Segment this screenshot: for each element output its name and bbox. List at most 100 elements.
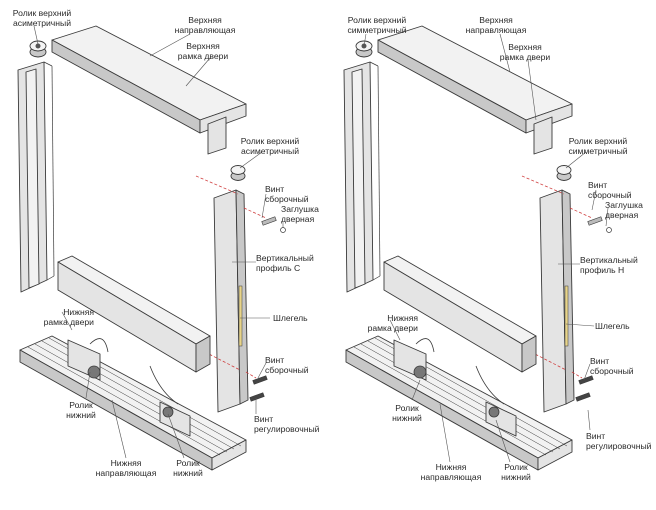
right-left-profile-edge2 bbox=[377, 65, 381, 277]
right-leader-line-15 bbox=[499, 33, 511, 73]
left-adjust-screw bbox=[249, 392, 265, 402]
left-left-profile-edge3 bbox=[46, 275, 55, 281]
right-adjust-screw bbox=[575, 392, 591, 402]
left-cable-2 bbox=[149, 365, 179, 405]
right-cable-1 bbox=[415, 338, 435, 353]
left-top-rail-bracket bbox=[207, 116, 227, 155]
left-bottom-rail-end bbox=[211, 439, 247, 471]
right-dash-4 bbox=[571, 371, 583, 379]
right-bottom-rail-top bbox=[345, 335, 573, 459]
left-left-profile-edge2 bbox=[51, 65, 55, 277]
left-bottom-rail-rib-0 bbox=[27, 346, 221, 456]
left-leader-line-1 bbox=[149, 33, 191, 57]
left-bottom-frame-end bbox=[195, 335, 211, 373]
left-leader-line-0 bbox=[33, 25, 39, 45]
right-top-rail-face bbox=[377, 25, 573, 121]
right-leader-line-26 bbox=[439, 403, 451, 463]
right-screw-top bbox=[587, 216, 603, 226]
left-bottom-rail-rib-1 bbox=[34, 343, 228, 453]
right-dash-2 bbox=[569, 207, 593, 219]
right-seal-strip bbox=[564, 285, 569, 347]
left-dash-1 bbox=[195, 175, 239, 195]
right-screw-bottom bbox=[578, 375, 594, 385]
left-left-profile-inner bbox=[25, 68, 40, 289]
left-top-roller-hub bbox=[35, 43, 41, 49]
left-screw-top bbox=[261, 216, 277, 226]
right-leader-line-23 bbox=[583, 363, 591, 381]
left-left-profile-edge bbox=[43, 61, 53, 67]
right-leader-line-17 bbox=[565, 151, 587, 169]
left-leader-line-9 bbox=[257, 362, 267, 379]
left-leader-line-12 bbox=[111, 399, 127, 459]
right-leader-line-21 bbox=[565, 323, 595, 327]
left-leader-line-2 bbox=[185, 57, 211, 87]
right-cable-2 bbox=[475, 365, 505, 405]
right-bottom-roller-right-wheel bbox=[488, 406, 500, 418]
left-bottom-rail-top bbox=[19, 335, 247, 459]
left-door-plug bbox=[280, 227, 286, 233]
right-bottom-frame-end bbox=[521, 335, 537, 373]
right-bottom-roller-left-wheel bbox=[413, 365, 427, 379]
left-dash-3 bbox=[204, 351, 241, 371]
left-dash-4 bbox=[245, 371, 257, 379]
right-side-roller-cap bbox=[556, 165, 572, 175]
left-screw-bottom bbox=[252, 375, 268, 385]
left-leader-line-4 bbox=[261, 193, 267, 219]
right-leader-line-14 bbox=[363, 33, 367, 47]
right-left-profile-edge3 bbox=[372, 275, 381, 281]
left-label-seal: Шлегель bbox=[273, 313, 308, 323]
right-leader-line-18 bbox=[591, 189, 597, 211]
left-leader-line-8 bbox=[61, 311, 73, 331]
left-side-roller-cap bbox=[230, 165, 246, 175]
right-door-plug bbox=[606, 227, 612, 233]
right-bottom-rail-rib-0 bbox=[353, 346, 547, 456]
left-right-vertical-profile bbox=[213, 189, 241, 413]
right-right-vertical-profile bbox=[539, 189, 567, 413]
left-bottom-roller-left-wheel bbox=[87, 365, 101, 379]
right-label-seal: Шлегель bbox=[595, 321, 630, 331]
left-leader-line-10 bbox=[85, 371, 91, 399]
right-top-rail-bracket bbox=[533, 116, 553, 155]
right-left-profile-edge bbox=[369, 61, 379, 67]
right-leader-line-24 bbox=[411, 379, 421, 401]
right-bottom-rail-end bbox=[537, 439, 573, 471]
left-cable-1 bbox=[89, 338, 109, 353]
right-leader-line-27 bbox=[495, 419, 511, 463]
right-leader-line-19 bbox=[605, 207, 609, 227]
left-leader-line-3 bbox=[239, 151, 263, 169]
right-bottom-rail-rib-1 bbox=[360, 343, 554, 453]
right-left-profile-inner bbox=[351, 68, 366, 289]
left-leader-line-13 bbox=[167, 413, 185, 459]
right-leader-line-16 bbox=[527, 59, 537, 121]
right-leader-line-25 bbox=[587, 409, 591, 431]
right-dash-1 bbox=[521, 175, 565, 195]
right-leader-line-22 bbox=[389, 319, 401, 341]
